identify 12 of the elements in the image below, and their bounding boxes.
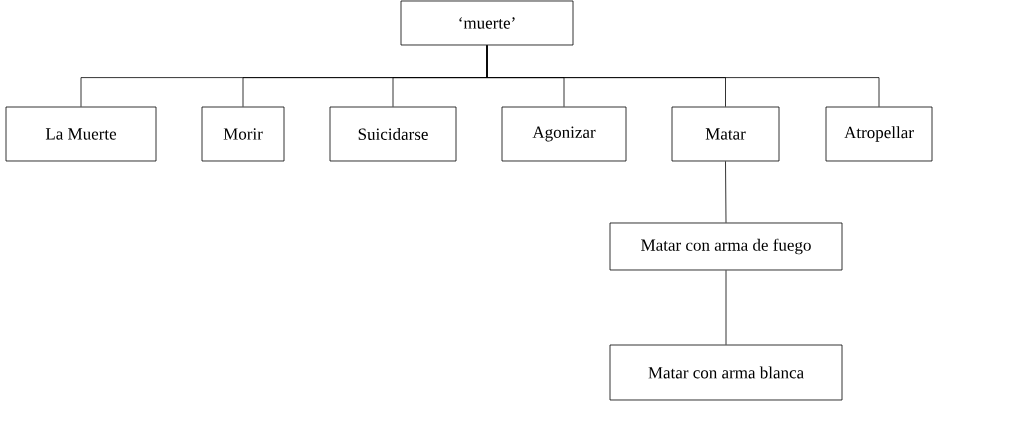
connector-line xyxy=(725,161,727,223)
term-box: Matar xyxy=(671,106,780,162)
term-box: Morir xyxy=(201,106,285,162)
term-box: Atropellar xyxy=(825,106,933,162)
term-box: Matar con arma blanca xyxy=(609,344,843,401)
term-box: La Muerte xyxy=(5,106,157,162)
term-box: Suicidarse xyxy=(329,106,457,162)
term-box: Matar con arma de fuego xyxy=(609,222,843,271)
term-box: Agonizar xyxy=(501,106,627,162)
term-box: ‘muerte’ xyxy=(400,0,574,46)
connector-line xyxy=(725,270,727,345)
connector-line xyxy=(486,45,880,107)
